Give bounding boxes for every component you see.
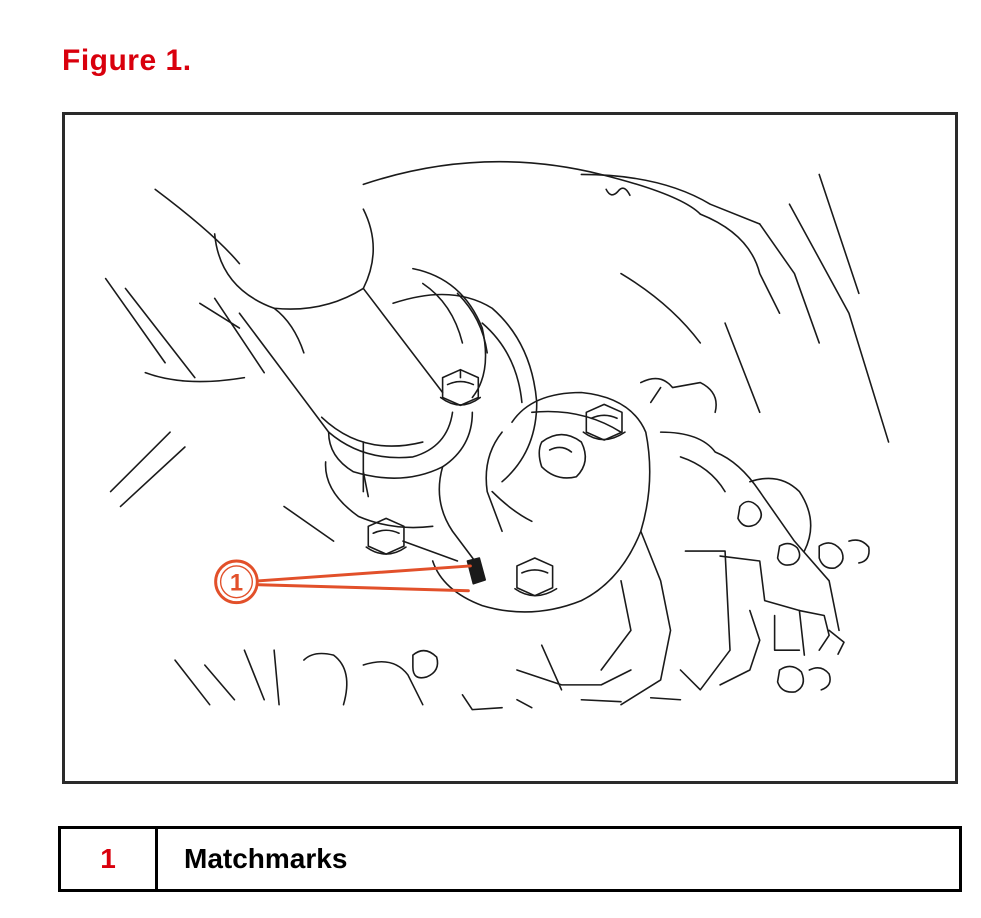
lower-flange-bolt xyxy=(514,557,558,597)
joint-yoke xyxy=(392,293,538,483)
left-flange-bolt xyxy=(365,517,459,562)
upper-body-outline xyxy=(154,188,241,265)
legend-number: 1 xyxy=(61,829,158,889)
figure-illustration-frame: 1 xyxy=(62,112,958,784)
right-flange-bolt xyxy=(582,403,626,441)
driveshaft-flange-illustration: 1 xyxy=(104,160,890,711)
propeller-shaft-tube xyxy=(213,208,375,310)
callout-1-number: 1 xyxy=(230,570,243,597)
legend-table: 1 Matchmarks xyxy=(58,826,962,892)
upper-flange-bolt xyxy=(439,368,482,407)
matchmark-block xyxy=(466,557,487,585)
legend-label: Matchmarks xyxy=(184,843,348,874)
callout-1-badge: 1 xyxy=(214,559,259,605)
companion-flange xyxy=(431,391,651,613)
callout-leader-lines xyxy=(257,564,472,593)
figure-title: Figure 1. xyxy=(62,44,192,77)
